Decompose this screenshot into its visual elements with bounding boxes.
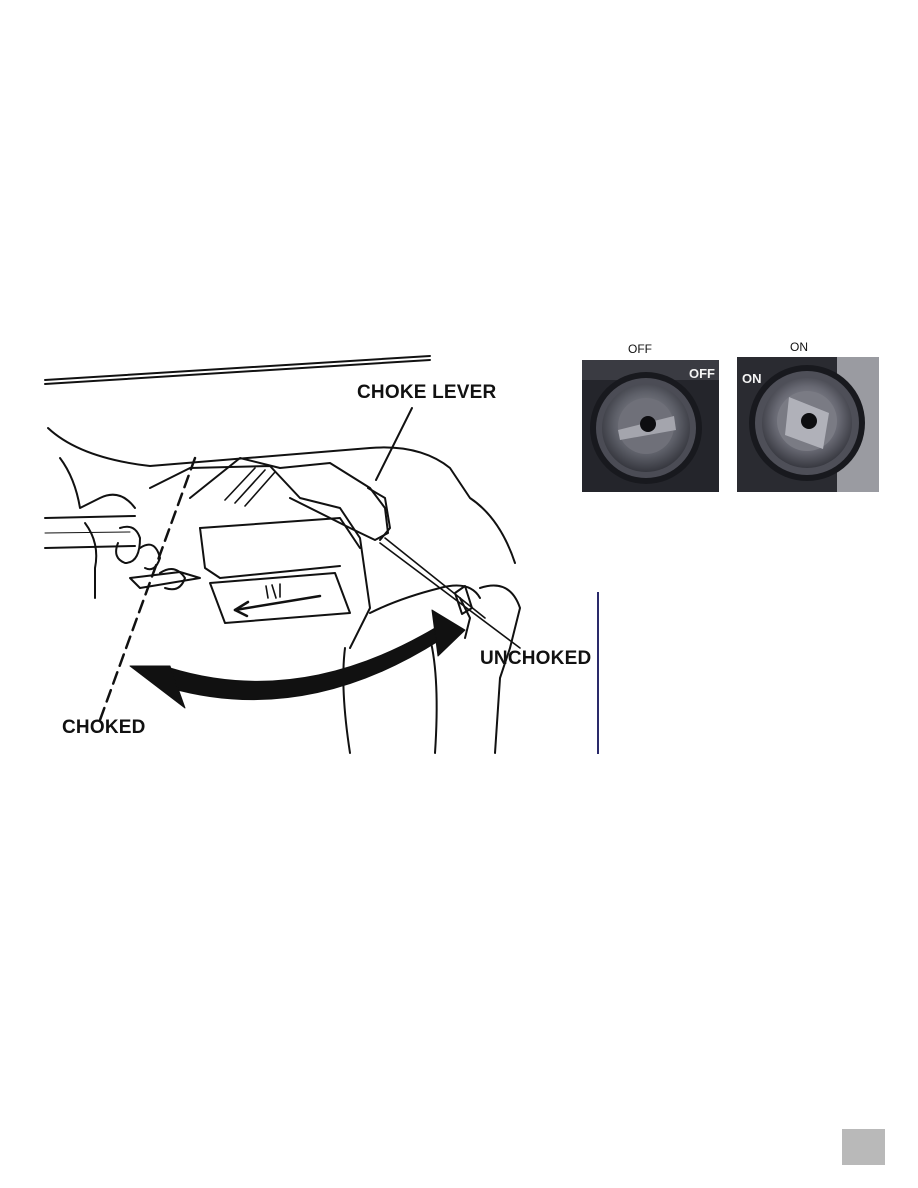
fuel-valve-on-photo: ON <box>737 357 879 492</box>
unchoked-label: UNCHOKED <box>480 648 591 670</box>
fuel-valve-off-label: OFF <box>689 366 715 381</box>
choke-lever-illustration <box>40 348 605 758</box>
fuel-valve-off-photo: OFF <box>582 360 719 492</box>
page-number-tab <box>842 1129 885 1165</box>
fuel-valve-off-caption: OFF <box>628 342 652 356</box>
fuel-valve-on-caption: ON <box>790 340 808 354</box>
choke-lever-label: CHOKE LEVER <box>357 382 496 404</box>
vertical-divider <box>597 592 599 754</box>
choked-label: CHOKED <box>62 717 146 739</box>
fuel-valve-on-label: ON <box>742 371 762 386</box>
